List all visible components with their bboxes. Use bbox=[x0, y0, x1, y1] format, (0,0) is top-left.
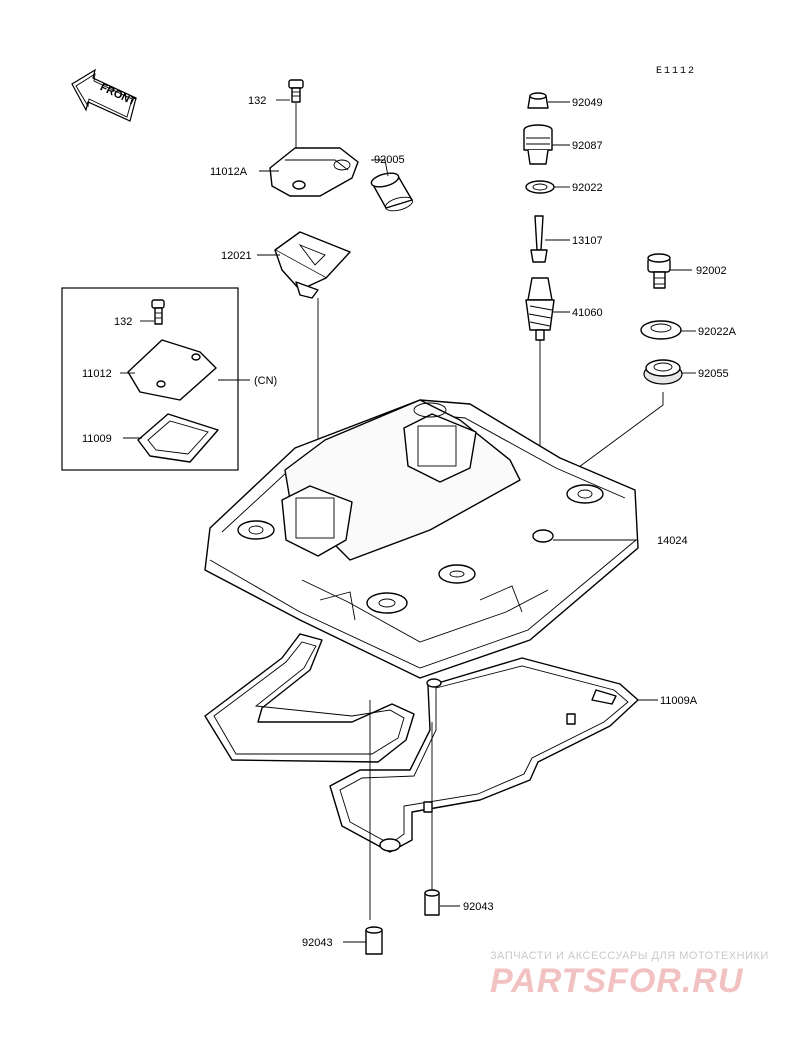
washer-92022 bbox=[525, 180, 555, 194]
callout-92055: 92055 bbox=[698, 368, 729, 380]
grommet-92055 bbox=[643, 359, 683, 385]
callout-11009A: 11009A bbox=[660, 695, 698, 707]
hose-92005 bbox=[370, 172, 414, 212]
callout-92002: 92002 bbox=[696, 265, 727, 277]
callout-92087: 92087 bbox=[572, 140, 603, 152]
diagram-code: E1112 bbox=[656, 66, 696, 77]
gear-41060 bbox=[525, 277, 555, 341]
bolt-92002 bbox=[647, 253, 671, 289]
shaft-13107 bbox=[530, 215, 548, 263]
cylinder-head-cover-14024 bbox=[204, 399, 639, 679]
front-arrow-icon: FRONT bbox=[71, 68, 138, 122]
callout-11012: 11012 bbox=[82, 368, 112, 380]
callout-92043-right: 92043 bbox=[463, 901, 494, 913]
callout-92005: 92005 bbox=[374, 154, 405, 166]
callout-11009: 11009 bbox=[82, 433, 112, 445]
rubber-cap-12021 bbox=[274, 231, 351, 299]
inset-box-cn bbox=[61, 287, 239, 471]
callout-132-inset: 132 bbox=[114, 316, 132, 328]
bolt-132-inset bbox=[151, 299, 165, 325]
watermark-logo: PARTSFOR.RU bbox=[490, 962, 744, 1000]
callout-12021: 12021 bbox=[221, 250, 252, 262]
dowel-92043-left bbox=[365, 926, 383, 955]
gasket-11009 bbox=[137, 413, 219, 463]
callout-92049: 92049 bbox=[572, 97, 603, 109]
breather-cap-11012A bbox=[269, 147, 359, 197]
bolt-132-top bbox=[288, 79, 304, 103]
callout-92043-left: 92043 bbox=[302, 937, 333, 949]
cover-plate-11012 bbox=[127, 339, 217, 401]
plug-92087 bbox=[523, 124, 553, 165]
callout-13107: 13107 bbox=[572, 235, 603, 247]
washer-92022A bbox=[640, 320, 682, 340]
callout-92022: 92022 bbox=[572, 182, 603, 194]
dowel-92043-right bbox=[424, 889, 440, 916]
callout-11012A: 11012A bbox=[210, 166, 248, 178]
watermark-text: ЗАПЧАСТИ И АКСЕССУАРЫ ДЛЯ МОТОТЕХНИКИ bbox=[490, 950, 769, 962]
callout-92022A: 92022A bbox=[698, 326, 737, 338]
head-cover-gasket-11009A bbox=[204, 633, 639, 853]
cap-92049 bbox=[527, 92, 549, 109]
inset-label-cn: (CN) bbox=[254, 375, 277, 387]
callout-14024: 14024 bbox=[657, 535, 688, 547]
callout-41060: 41060 bbox=[572, 307, 603, 319]
callout-132-top: 132 bbox=[248, 95, 266, 107]
